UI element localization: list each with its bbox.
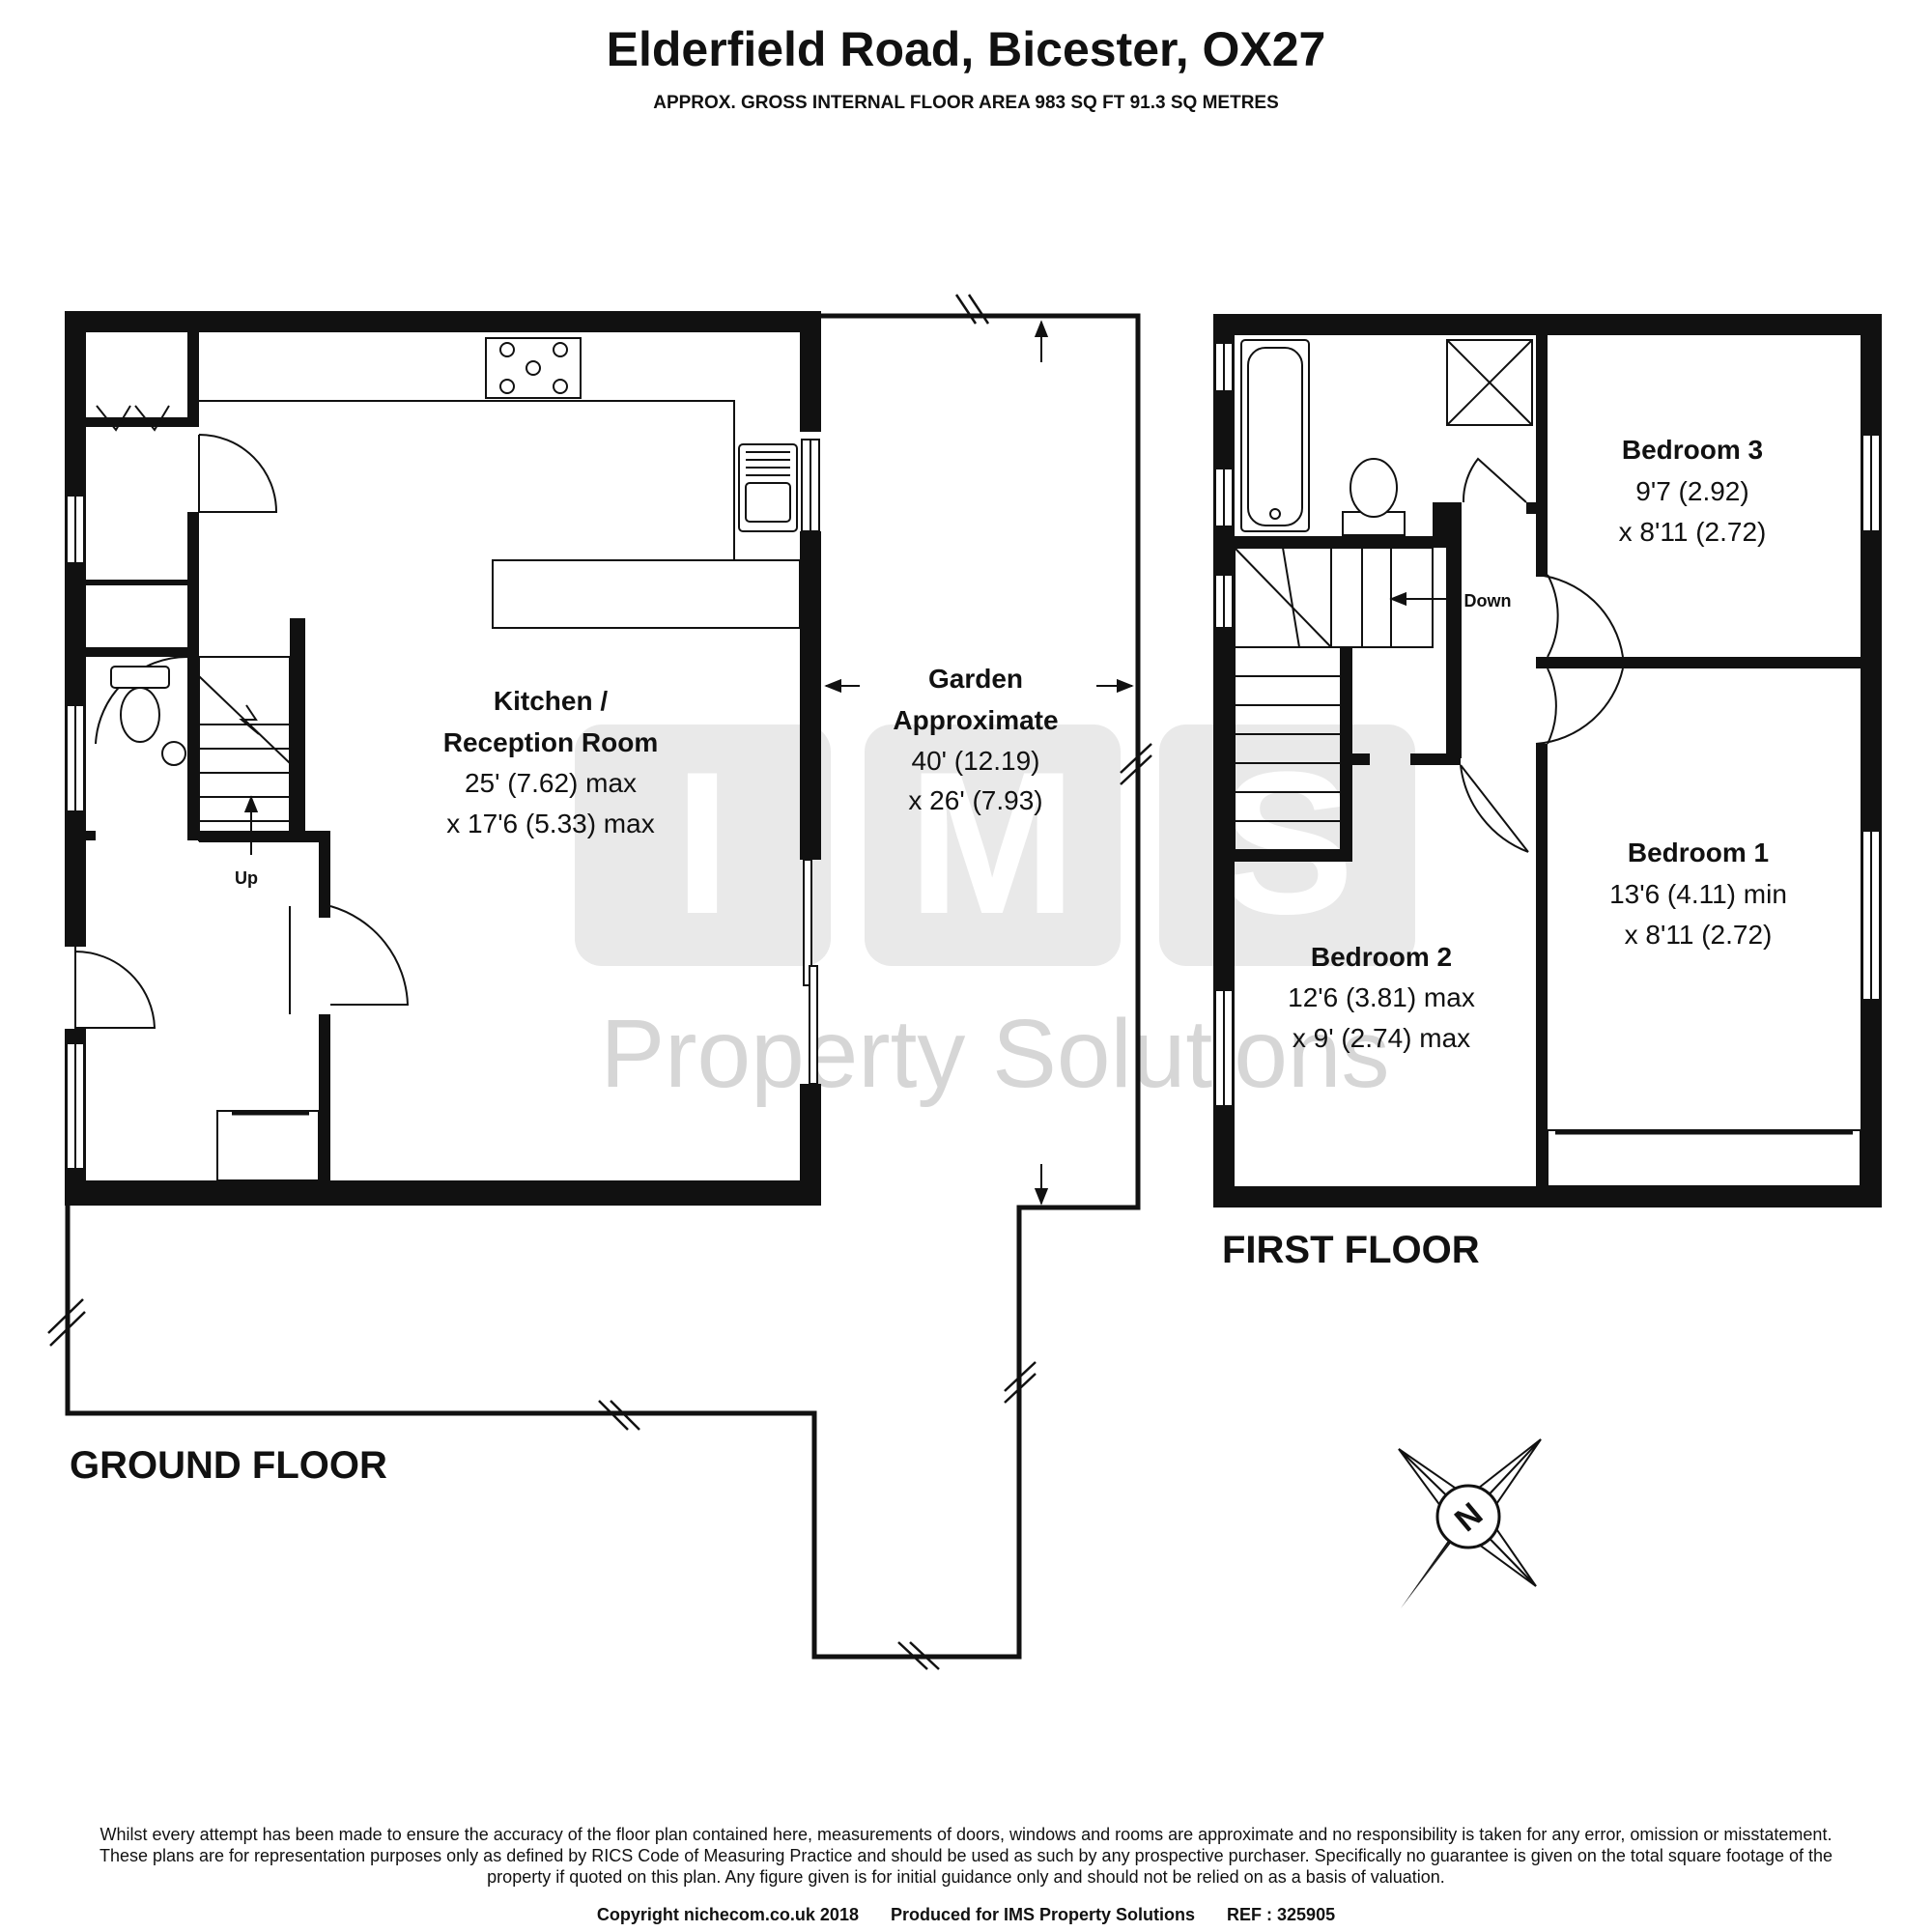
first-floor-doors — [1460, 457, 1624, 853]
garden-dimension-1: 40' (12.19) — [912, 746, 1040, 776]
garden-name-line2: Approximate — [893, 705, 1058, 735]
ground-floor-walls — [65, 311, 821, 1206]
watermark-letter-i: I — [674, 729, 730, 956]
garden-dimension-2: x 26' (7.93) — [908, 785, 1042, 815]
bedroom2-dimension-1: 12'6 (3.81) max — [1288, 982, 1475, 1012]
bedroom3-dimension-1: 9'7 (2.92) — [1635, 476, 1748, 506]
kitchen-units — [199, 337, 801, 629]
compass-rose-icon: N — [1398, 1438, 1542, 1608]
bedroom2-name: Bedroom 2 — [1311, 942, 1452, 972]
footer-copyright: Copyright nichecom.co.uk 2018 — [596, 1905, 859, 1924]
bedroom1-name: Bedroom 1 — [1628, 838, 1769, 867]
kitchen-name-line2: Reception Room — [443, 727, 658, 757]
bathroom-fixtures — [1240, 339, 1533, 536]
kitchen-name-line1: Kitchen / — [494, 686, 608, 716]
under-stairs-cupboard — [216, 1110, 320, 1181]
disclaimer-text: Whilst every attempt has been made to en… — [99, 1825, 1833, 1887]
stairs-down-label: Down — [1464, 591, 1512, 611]
stairs-up-label: Up — [235, 868, 258, 888]
kitchen-dimension-2: x 17'6 (5.33) max — [446, 809, 654, 838]
ground-floor-label: GROUND FLOOR — [70, 1444, 387, 1487]
ground-floor-stairs — [198, 656, 291, 855]
garden-outline — [65, 313, 1141, 1660]
footer: Copyright nichecom.co.uk 2018 Produced f… — [0, 1905, 1932, 1925]
ims-watermark: I M S Property Solutions — [575, 724, 1415, 1108]
floor-area-subtitle: APPROX. GROSS INTERNAL FLOOR AREA 983 SQ… — [653, 93, 1279, 113]
ground-floor-doors — [95, 405, 410, 1014]
kitchen-dimension-1: 25' (7.62) max — [465, 768, 637, 798]
footer-reference: REF : 325905 — [1227, 1905, 1336, 1924]
bedroom1-dimension-1: 13'6 (4.11) min — [1609, 879, 1787, 909]
bedroom3-dimension-2: x 8'11 (2.72) — [1619, 517, 1767, 547]
first-floor-windows — [1214, 342, 1881, 1107]
watermark-letter-s: S — [1219, 729, 1354, 956]
garden-dimension-arrows — [824, 320, 1134, 1206]
first-floor-stairs — [1234, 547, 1459, 851]
garden-break-marks — [47, 294, 1152, 1670]
watermark-text: Property Solutions — [600, 1000, 1389, 1108]
bedroom3-name: Bedroom 3 — [1622, 435, 1763, 465]
first-floor-label: FIRST FLOOR — [1222, 1229, 1480, 1271]
garden-name-line1: Garden — [928, 664, 1023, 694]
bedroom1-dimension-2: x 8'11 (2.72) — [1625, 920, 1773, 950]
watermark-letter-m: M — [908, 729, 1077, 956]
cloakroom-toilet — [110, 666, 186, 766]
front-door — [58, 947, 156, 1029]
bedroom1-wardrobe — [1547, 1129, 1861, 1187]
ground-floor-windows — [66, 439, 820, 1170]
bedroom2-dimension-2: x 9' (2.74) max — [1293, 1023, 1470, 1053]
footer-produced-for: Produced for IMS Property Solutions — [890, 1905, 1196, 1924]
plan-title: Elderfield Road, Bicester, OX27 — [606, 22, 1326, 76]
